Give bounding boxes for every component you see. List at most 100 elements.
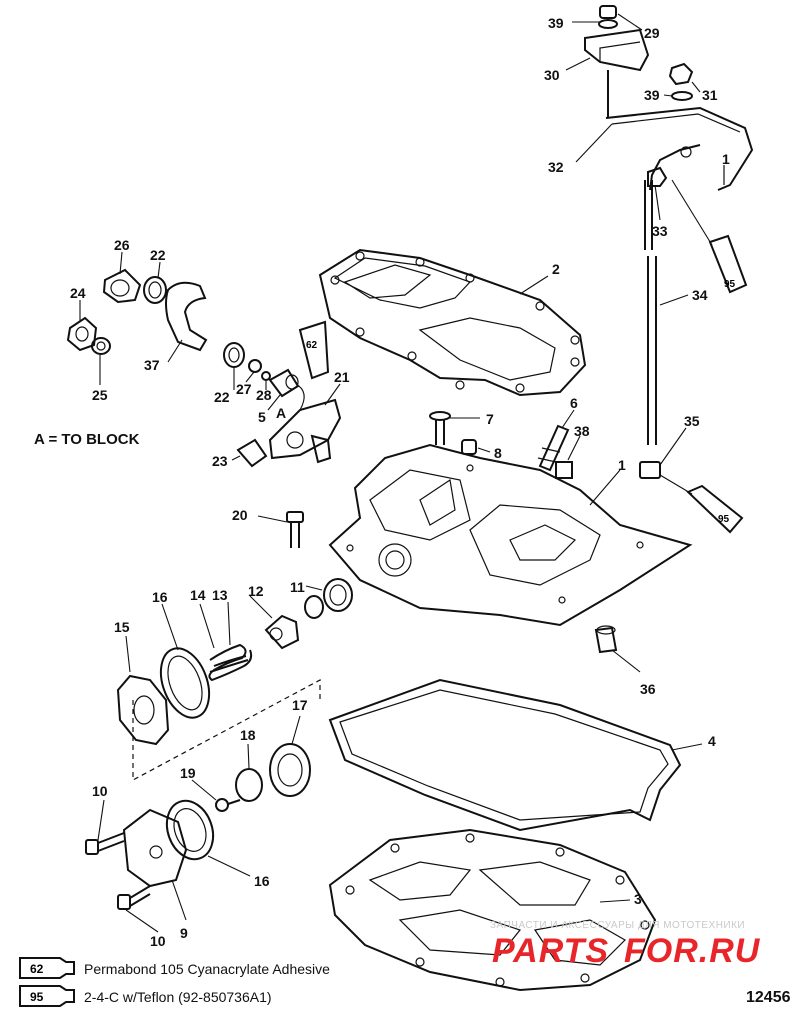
callout-29: 29 [644,25,660,41]
callout-22-bottom: 22 [214,389,230,405]
callout-7: 7 [486,411,494,427]
callout-28: 28 [256,387,272,403]
part-23-grommet [236,438,268,468]
callout-18: 18 [240,727,256,743]
part-17-valve-seat [269,743,311,797]
part-39-washer-top [598,19,618,29]
callout-3: 3 [634,891,642,907]
callout-24: 24 [70,285,86,301]
callout-16-upper: 16 [152,589,168,605]
part-33-nut [647,166,668,187]
part-16-gasket-lower [165,799,215,861]
part-1-adapter-plate [328,443,693,627]
callout-numbers: 39 29 30 39 31 32 1 33 2 34 26 22 24 25 … [70,15,730,949]
legend-code-62: 62 [30,962,44,976]
watermark-brand-for: FOR.RU [624,932,761,970]
callout-35: 35 [684,413,700,429]
callout-8: 8 [494,445,502,461]
tube-label-62: 62 [306,340,318,351]
callout-38: 38 [574,423,590,439]
legend-item-62: 62 Permabond 105 Cyanacrylate Adhesive [19,957,330,979]
legend-text-95: 2-4-C w/Teflon (92-850736A1) [84,989,272,1005]
callout-33: 33 [652,223,668,239]
legend-code-95: 95 [30,990,44,1004]
part-27-nut [248,359,262,373]
watermark: ЗАПЧАСТИ И АКСЕССУАРЫ ДЛЯ МОТОТЕХНИКИ PA… [490,920,761,970]
callout-36: 36 [640,681,656,697]
part-39-washer-mid [671,91,693,101]
adhesive-tube-62: 62 [298,320,330,380]
part-5-fitting [268,368,300,398]
callout-5: 5 [258,409,266,425]
callout-9: 9 [180,925,188,941]
part-4-seal [328,678,682,832]
leader-lines [79,13,713,933]
part-22-clamp-top [143,276,167,304]
callout-39-mid: 39 [644,87,660,103]
part-38-plug [555,461,573,479]
callout-26: 26 [114,237,130,253]
callout-25: 25 [92,387,108,403]
part-8-dowel [461,439,477,455]
tube-label-95-top: 95 [724,279,736,290]
callout-23: 23 [212,453,228,469]
callout-15: 15 [114,619,130,635]
part-36-plug [594,625,618,654]
callout-37: 37 [144,357,160,373]
part-3-gasket [328,828,657,992]
part-35-bushing [639,461,661,479]
part-2-gasket [318,248,587,397]
part-6-valve [537,424,570,472]
callout-11: 11 [290,579,305,595]
callout-21: 21 [334,369,350,385]
callout-39-top: 39 [548,15,564,31]
part-10-bolt-upper [85,832,125,855]
callout-10-lower: 10 [150,933,166,949]
callout-27: 27 [236,381,252,397]
callout-34: 34 [692,287,708,303]
callout-10-upper: 10 [92,783,108,799]
callout-4: 4 [708,733,716,749]
part-7-screw [429,411,451,445]
callout-6: 6 [570,395,578,411]
callout-12: 12 [248,583,264,599]
part-16-gasket-upper [159,647,211,719]
callout-1-plate: 1 [618,457,626,473]
part-25-oring [91,337,111,355]
callout-31: 31 [702,87,718,103]
part-24-fitting [66,316,98,352]
tube-label-95-bottom: 95 [718,514,730,525]
figure-number: 12456 [746,989,791,1006]
part-18-diaphragm [235,768,263,802]
callout-17: 17 [292,697,308,713]
part-13-spring [208,643,253,682]
part-20-bolt [286,511,304,548]
legend-item-95: 95 2-4-C w/Teflon (92-850736A1) [19,985,272,1007]
watermark-brand-parts: PARTS [492,932,609,970]
part-29-nut [599,5,617,19]
part-32-shift-link [605,70,754,191]
callout-1-top: 1 [722,151,730,167]
callout-2: 2 [552,261,560,277]
callout-16-lower: 16 [254,873,270,889]
part-21-cover [268,398,342,464]
part-22-clamp-bottom [223,342,245,368]
lubricant-tube-95-top: 95 [708,234,748,294]
note-to-block: A = TO BLOCK [34,431,140,448]
callout-32: 32 [548,159,564,175]
part-19-screw [215,798,241,812]
part-31-nut [668,62,694,86]
part-15-cover [116,674,170,746]
callout-13: 13 [212,587,228,603]
callout-19: 19 [180,765,196,781]
part-30-bracket [584,28,650,72]
part-34-rod [644,180,657,445]
callout-30: 30 [544,67,560,83]
callout-14: 14 [190,587,206,603]
part-12-thermostat [264,614,300,650]
part-9-cover [122,808,188,888]
part-37-hose [165,281,208,352]
part-28-washer [261,371,271,381]
